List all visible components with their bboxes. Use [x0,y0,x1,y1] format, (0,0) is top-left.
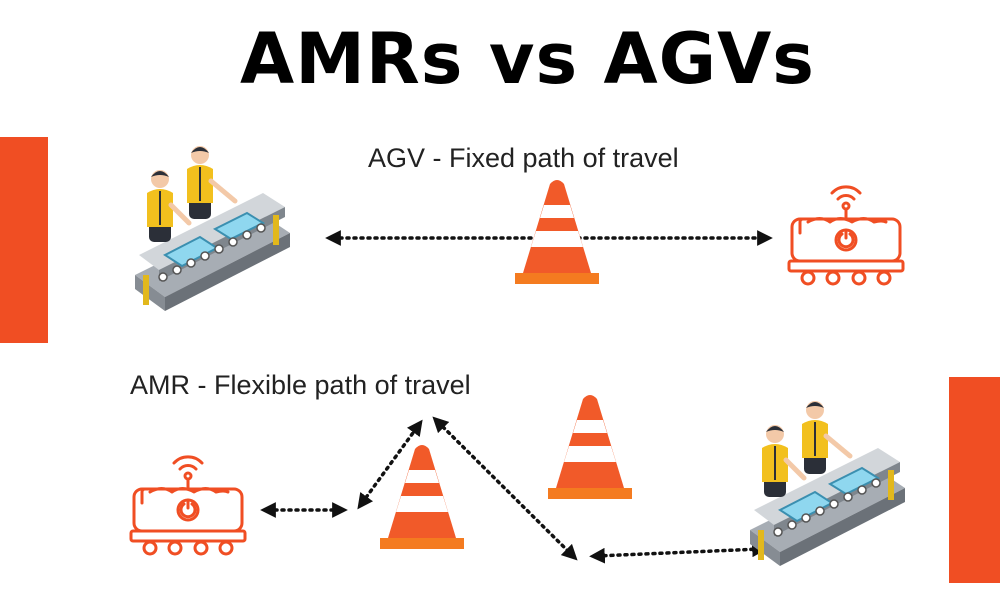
amr-caption: AMR - Flexible path of travel [130,370,471,400]
accent-bar-right [949,377,1000,583]
traffic-cone-icon [515,180,599,284]
amr-path-arrow-2 [357,419,423,510]
amr-path-arrow-3 [432,416,578,561]
amr-path-arrow-4 [589,541,768,564]
workers-conveyor-left [135,146,290,311]
traffic-cone-icon [548,395,632,499]
workers-conveyor-right [750,401,905,566]
agv-robot-icon [787,185,905,286]
accent-bar-left [0,137,48,343]
agv-caption: AGV - Fixed path of travel [368,143,679,173]
page-title: AMRs vs AGVs [240,18,815,100]
amr-robot-icon [129,455,247,556]
